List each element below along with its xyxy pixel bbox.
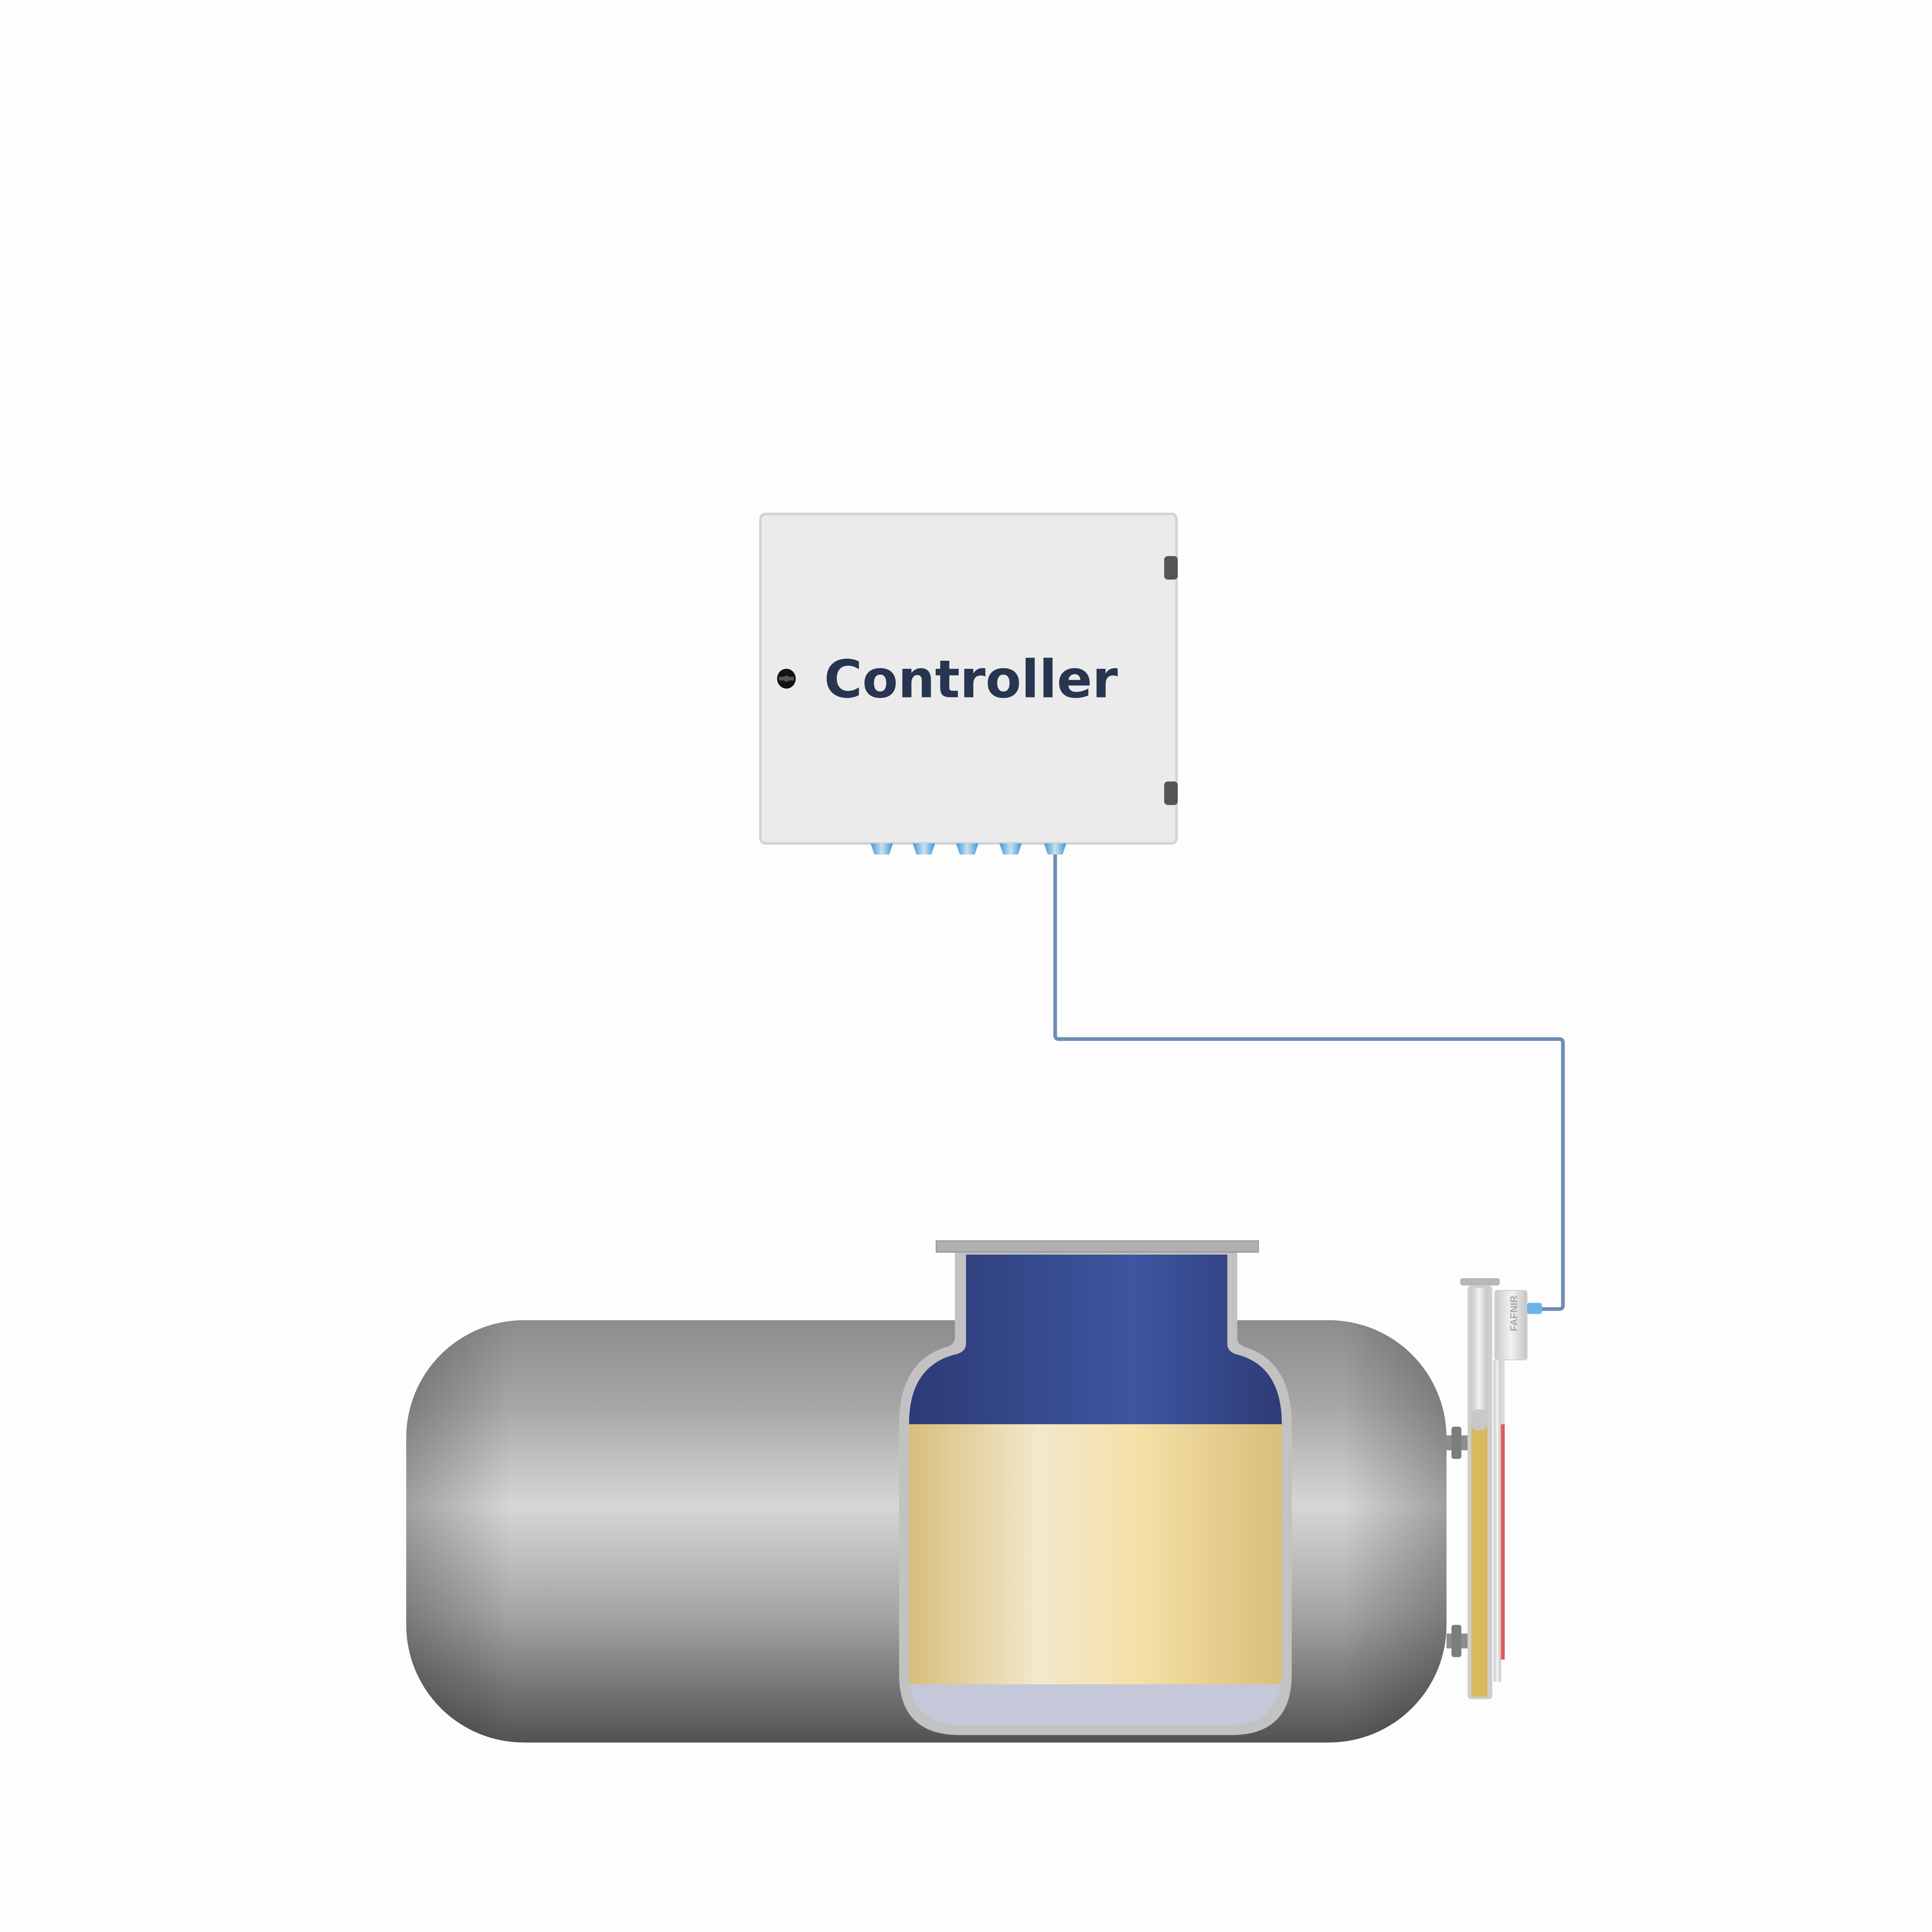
controller-box[interactable]: Controller: [759, 512, 1178, 845]
magnetic-level-gauge: FAFNIR: [1446, 1278, 1542, 1699]
hinge-top: [1164, 556, 1178, 580]
connector-port[interactable]: [871, 843, 893, 855]
horizontal-tank: [406, 1240, 1447, 1743]
controller-connectors: [871, 843, 1066, 855]
connector-port[interactable]: [999, 843, 1022, 855]
gauge-liquid: [1471, 1424, 1488, 1697]
fafnir-sensor-head: FAFNIR: [1494, 1290, 1528, 1361]
liquid-product: [909, 1424, 1282, 1684]
process-connection-bottom: [1446, 1625, 1471, 1657]
connector-port[interactable]: [956, 843, 979, 855]
level-scale: [1501, 1424, 1505, 1660]
fafnir-logo: FAFNIR: [1509, 1296, 1519, 1332]
manhole-flange: [935, 1240, 1259, 1253]
float: [1471, 1409, 1488, 1430]
vapor-space: [909, 1254, 1282, 1424]
water-bottom-layer: [909, 1684, 1282, 1725]
connector-port[interactable]: [913, 843, 935, 855]
sensor-connector[interactable]: [1527, 1303, 1542, 1314]
controller-label: Controller: [824, 649, 1118, 709]
hinge-bottom: [1164, 781, 1178, 805]
signal-cable: [1053, 854, 1565, 1311]
lock-icon[interactable]: [777, 668, 796, 689]
connector-port[interactable]: [1044, 843, 1066, 855]
process-connection-top: [1446, 1427, 1471, 1459]
